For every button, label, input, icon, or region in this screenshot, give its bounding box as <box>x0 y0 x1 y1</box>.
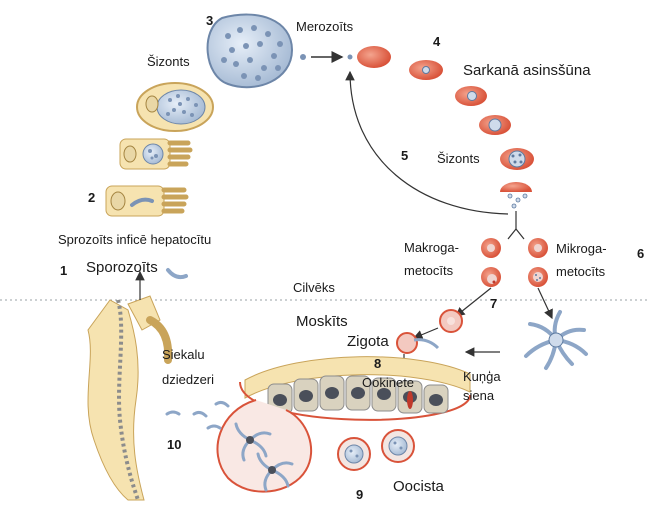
oocysts <box>338 430 414 470</box>
salivary-gland <box>88 296 168 500</box>
stage-number-4: 4 <box>433 34 440 49</box>
stage-number-6: 6 <box>637 246 644 261</box>
label-sporozoits: Sporozoīts <box>86 261 158 275</box>
ruptured-schizont <box>208 15 306 88</box>
zygote <box>397 333 417 353</box>
label-sizonts-liver: Šizonts <box>147 55 190 69</box>
stage-number-2: 2 <box>88 190 95 205</box>
label-zigota: Zigota <box>347 335 389 349</box>
label-siekalu: Siekalu <box>162 348 205 362</box>
stage-number-3: 3 <box>206 13 213 28</box>
free-sporozoites <box>167 402 228 428</box>
stage-number-8: 8 <box>374 356 381 371</box>
sporozoite-glyph <box>168 270 186 277</box>
label-sizonts-blood: Šizonts <box>437 152 480 166</box>
label-kunga: Kuņģa <box>463 370 501 384</box>
label-oocista: Oocista <box>393 480 444 494</box>
label-merozoits: Merozoīts <box>296 20 353 34</box>
rbc-1 <box>357 46 391 68</box>
stage-number-9: 9 <box>356 487 363 502</box>
macrogametocytes <box>481 238 501 287</box>
label-siena: siena <box>463 389 494 403</box>
rbc-rupturing <box>500 182 532 192</box>
stage-number-5: 5 <box>401 148 408 163</box>
hepatocyte-developing <box>120 139 190 169</box>
label-sprozoits-infice: Sprozoīts inficē hepatocītu <box>58 233 211 247</box>
stage-number-7: 7 <box>490 296 497 311</box>
label-ookinete: Ookinete <box>362 376 414 390</box>
label-makrogametocits-2: metocīts <box>404 264 453 278</box>
stage-number-1: 1 <box>60 263 67 278</box>
label-sarkana-asinssuna: Sarkanā asinsšūna <box>463 64 591 78</box>
label-moskits: Moskīts <box>296 315 348 329</box>
microgametocytes <box>528 238 548 287</box>
label-cilveks: Cilvēks <box>293 281 335 295</box>
label-makrogametocits-1: Makroga- <box>404 241 459 255</box>
stage-number-10: 10 <box>167 437 181 452</box>
label-mikrogametocits-1: Mikroga- <box>556 242 607 256</box>
merozoite-dot <box>348 55 353 60</box>
label-mikrogametocits-2: metocīts <box>556 265 605 279</box>
label-dziedzeri: dziedzeri <box>162 373 214 387</box>
liver-schizont <box>137 83 213 131</box>
hepatocyte-infected <box>106 186 186 216</box>
ookinete-cell <box>407 391 413 409</box>
